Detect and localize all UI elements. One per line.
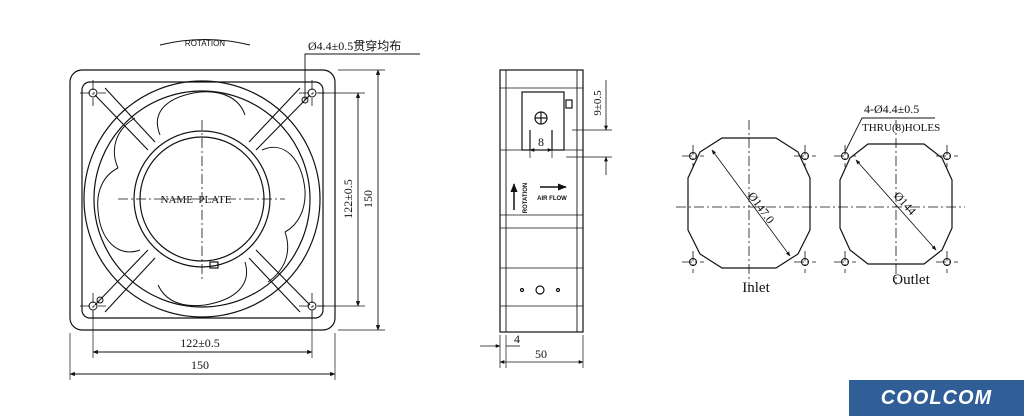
dim-flange-thickness: 4 [514,332,520,346]
outlet-label: Outlet [892,272,930,288]
rotation-label-side: ROTATION [523,183,529,213]
hole-note-leader [304,53,420,100]
side-view [480,69,612,368]
frame-outline [69,69,336,331]
side-body [499,69,584,333]
dim-terminal-width: 8 [538,135,544,149]
dim-horizontal-inner: 122±0.5 [180,336,220,350]
dim-horizontal-outer: 150 [191,358,209,372]
front-view [69,39,420,380]
frame-inner [81,81,324,319]
mounting-hole-note-1: 4-Ø4.4±0.5 [864,102,919,116]
outlet-diameter-label: Ø144 [891,189,919,218]
rotation-arrow [159,39,251,46]
dim-depth: 50 [535,347,547,361]
dim-terminal-height: 9±0.5 [592,90,604,116]
venturi-outer [83,80,321,318]
dim-vertical-outer: 150 [361,190,375,208]
dim-vertical-inner: 122±0.5 [341,179,355,219]
inlet-label: Inlet [742,280,770,296]
hole-note: Ø4.4±0.5贯穿均布 [308,38,401,53]
mounting-hole-note-2: THRU(8)HOLES [862,122,940,134]
name-plate-label: NAME PLATE [161,194,232,206]
coolcom-logo: COOLCOM [849,380,1024,416]
inlet-diameter-label: Ø147.0 [745,189,777,226]
air-flow-label: AIR FLOW [537,196,567,202]
outlet-outline [839,143,953,265]
struts [94,87,311,313]
inlet-diameter-line [711,149,791,257]
mounting-patterns [676,117,965,285]
mounting-centerlines [676,120,965,285]
blades [97,91,306,307]
rotation-label: ROTATION [185,39,225,48]
inlet-outline [687,137,811,269]
mounting-hole-leader [844,117,935,153]
venturi-inner [93,90,311,308]
